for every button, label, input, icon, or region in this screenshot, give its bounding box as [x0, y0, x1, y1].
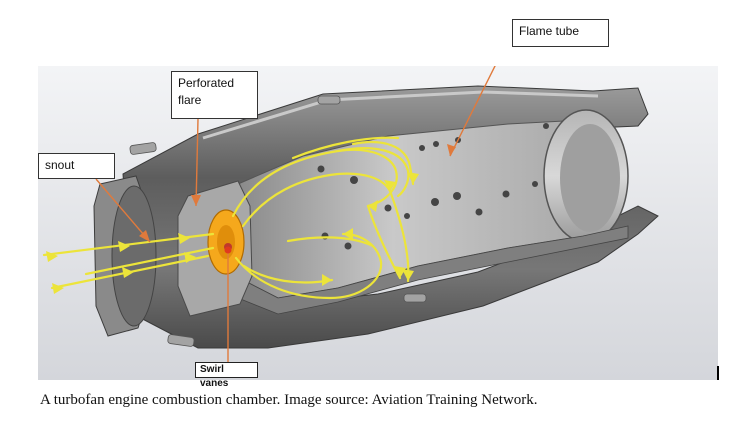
perforated-flare-label: Perforated flare: [171, 71, 258, 119]
inner-liner: [237, 225, 629, 315]
callout-leader-lines: [95, 66, 496, 362]
swirl-vanes-marker: [224, 246, 232, 254]
swirl-vanes-part: [207, 209, 245, 275]
airflow-arrows: [42, 136, 415, 300]
flame-tube-label: Flame tube: [512, 19, 609, 47]
combustion-chamber-illustration: [38, 66, 718, 380]
mounting-bolts: [129, 95, 427, 347]
flame-tube-exit-inner: [560, 124, 620, 232]
text-cursor-mark: [717, 366, 719, 380]
swirl-vanes-label: Swirl vanes: [195, 362, 258, 389]
airflow-arrowheads: [46, 172, 419, 294]
casing-ridge: [202, 90, 599, 140]
dilution-holes: [317, 123, 549, 250]
figure-caption: A turbofan engine combustion chamber. Im…: [40, 392, 538, 408]
snout-label: snout: [38, 153, 115, 179]
leader-arrowheads: [139, 144, 456, 242]
snout-opening: [111, 185, 157, 327]
